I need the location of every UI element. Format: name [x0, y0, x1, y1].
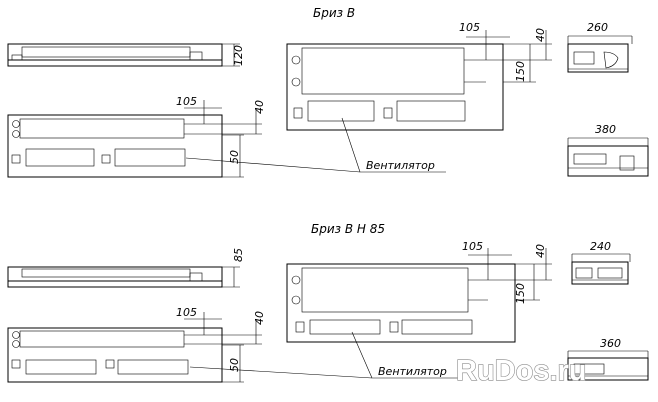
b-main-view: 105 40 150	[286, 21, 552, 131]
b-end-width-small-dim: 260	[587, 21, 608, 34]
b-section-view: 105 40 50	[7, 95, 266, 178]
b-end-width-large-dim: 380	[595, 123, 616, 136]
b-end-view-large: 380	[567, 123, 649, 177]
bh85-main-height-dim: 150	[514, 283, 527, 304]
bh85-plan-view: 85	[7, 248, 245, 288]
b-plan-view: 120	[7, 43, 245, 67]
b-main-top-dim: 40	[534, 28, 547, 42]
bh85-section-bottom-dim: 50	[228, 358, 241, 372]
bh85-main-offset-dim: 105	[462, 240, 483, 253]
watermark: RuDos.ru	[456, 355, 587, 387]
b-end-view-small: 260	[567, 21, 633, 73]
b-main-offset-dim: 105	[459, 21, 480, 34]
drawing-b-title: Бриз В	[313, 6, 355, 20]
b-fan-label: Вентилятор	[366, 159, 435, 172]
drawing-bh85-title: Бриз В Н 85	[311, 222, 385, 236]
bh85-fan-callout: Вентилятор	[189, 331, 460, 379]
b-fan-callout: Вентилятор	[185, 117, 446, 173]
bh85-section-top-dim: 40	[253, 311, 266, 325]
bh85-section-view: 105 40 50	[7, 306, 266, 383]
bh85-end-width-small-dim: 240	[590, 240, 611, 253]
drawing-bh85: Бриз В Н 85 85 105	[7, 222, 649, 383]
bh85-plan-height-dim: 85	[232, 248, 245, 262]
bh85-fan-label: Вентилятор	[378, 365, 447, 378]
bh85-main-view: 105 40 150	[286, 240, 552, 343]
b-plan-height-dim: 120	[232, 45, 245, 66]
b-section-bottom-dim: 50	[228, 150, 241, 164]
b-main-height-dim: 150	[514, 61, 527, 82]
bh85-end-width-large-dim: 360	[600, 337, 621, 350]
b-section-top-dim: 40	[253, 100, 266, 114]
bh85-section-offset-dim: 105	[176, 306, 197, 319]
bh85-main-top-dim: 40	[534, 244, 547, 258]
drawing-b: Бриз В 120 105	[7, 6, 649, 178]
bh85-end-view-small: 240	[571, 240, 631, 285]
b-section-offset-dim: 105	[176, 95, 197, 108]
bh85-end-view-large: 360	[567, 337, 649, 381]
